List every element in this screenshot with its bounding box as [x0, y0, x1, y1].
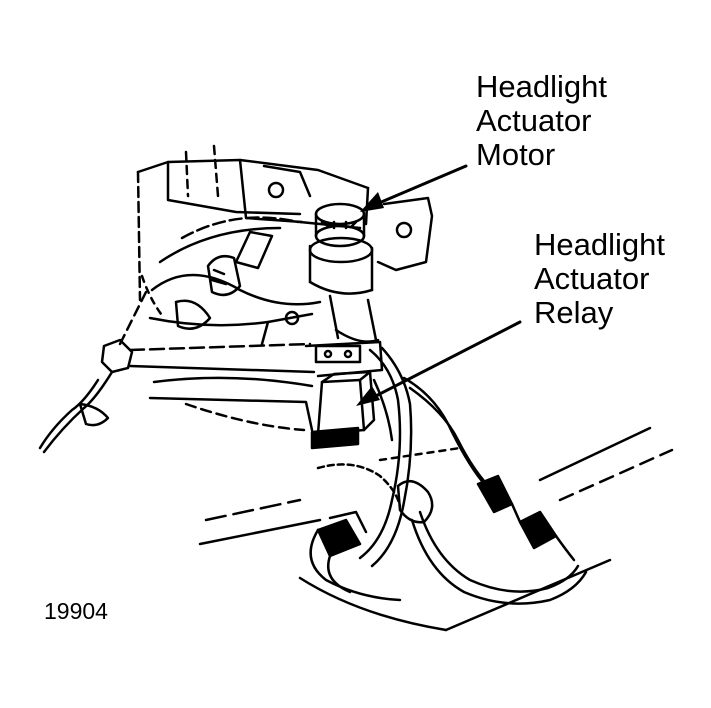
- relay-label: Headlight Actuator Relay: [534, 228, 665, 330]
- relay-label-line-1: Headlight: [534, 227, 665, 262]
- relay-label-line-3: Relay: [534, 295, 614, 330]
- motor-leader-line: [370, 164, 468, 208]
- wiring-harness: [309, 346, 588, 605]
- body-panel-lines: [198, 426, 674, 632]
- motor-label: Headlight Actuator Motor: [476, 70, 607, 172]
- actuator-motor: [308, 202, 380, 343]
- figure-number: 19904: [44, 598, 108, 624]
- relay-arrowhead: [356, 386, 380, 406]
- motor-label-line-2: Actuator: [476, 103, 592, 138]
- lower-frame: [100, 290, 384, 432]
- motor-label-line-1: Headlight: [476, 69, 607, 104]
- motor-label-line-3: Motor: [476, 137, 556, 172]
- relay-leader-line: [366, 320, 522, 402]
- headlight-pivot-mechanism: [140, 216, 322, 346]
- relay-label-line-2: Actuator: [534, 261, 650, 296]
- actuator-relay: [310, 370, 394, 450]
- left-harness-cable: [38, 370, 114, 454]
- motor-arrowhead: [360, 192, 384, 212]
- leader-arrows: [366, 164, 522, 402]
